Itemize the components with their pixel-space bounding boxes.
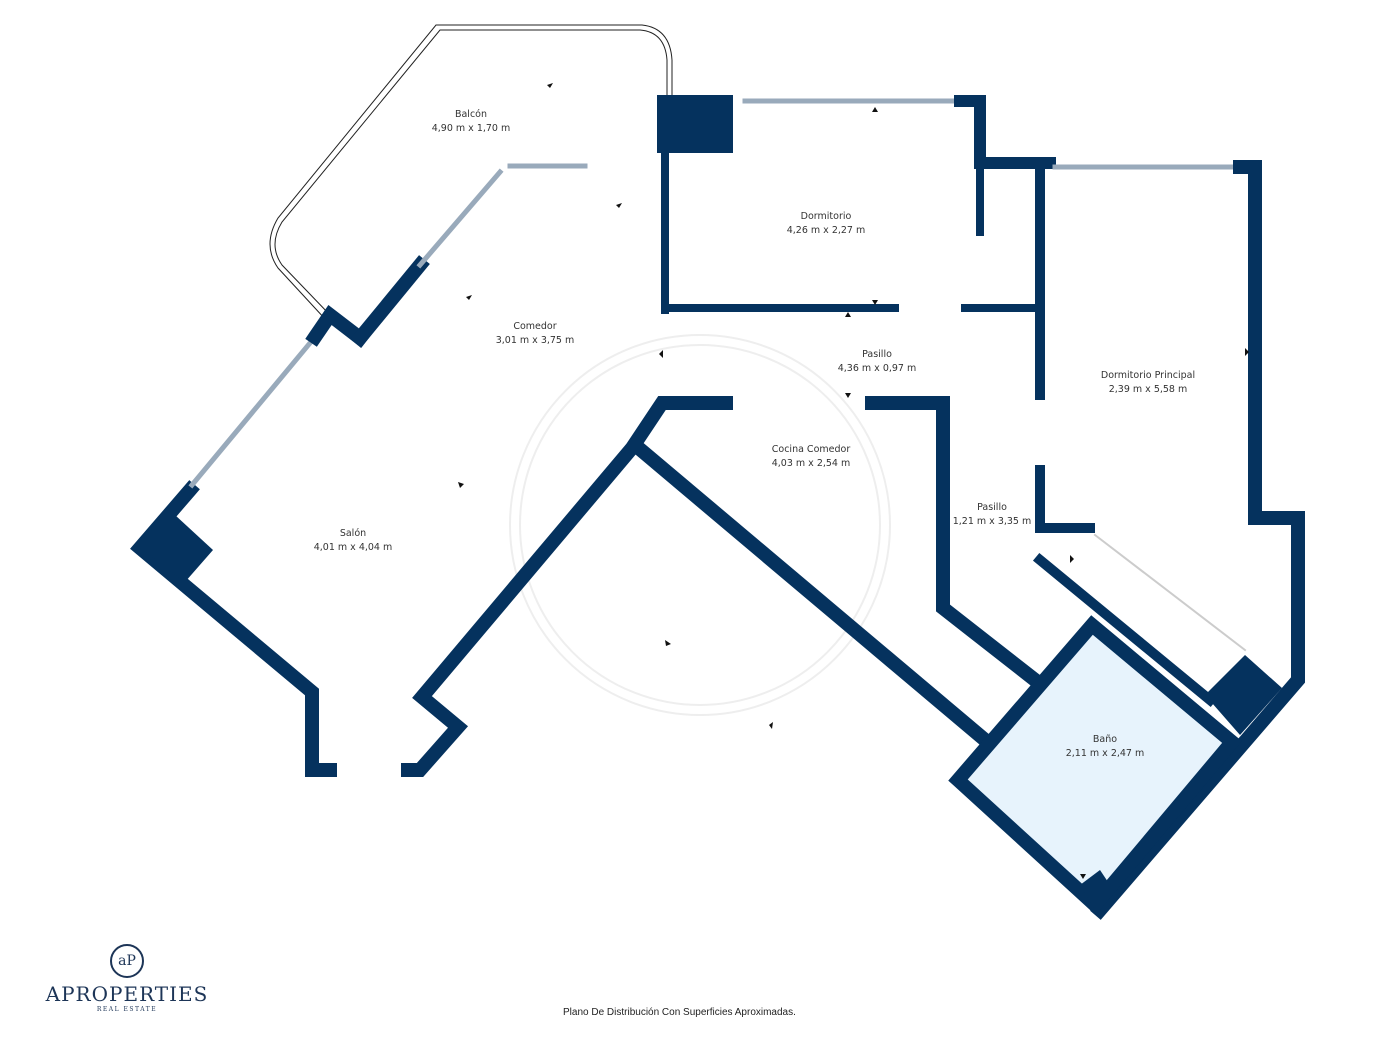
room-name: Baño (1093, 734, 1117, 745)
room-labels: Balcón 4,90 m x 1,70 m Dormitorio 4,26 m… (314, 109, 1195, 759)
wall-blocks (140, 95, 1282, 910)
room-size: 2,11 m x 2,47 m (1066, 748, 1145, 759)
room-name: Pasillo (977, 502, 1007, 513)
dimension-markers (458, 83, 1249, 879)
room-name: Pasillo (862, 349, 892, 360)
walls (130, 95, 1305, 920)
room-name: Dormitorio Principal (1101, 370, 1195, 381)
logo-tagline: REAL ESTATE (96, 1006, 158, 1013)
balcony-railing (269, 24, 673, 321)
company-logo: aP APROPERTIES REAL ESTATE (36, 944, 218, 1013)
room-size: 4,26 m x 2,27 m (787, 225, 866, 236)
logo-brand: APROPERTIES (45, 982, 209, 1006)
room-size: 4,90 m x 1,70 m (432, 123, 511, 134)
room-name: Cocina Comedor (772, 444, 851, 455)
room-size: 3,01 m x 3,75 m (496, 335, 575, 346)
room-size: 4,03 m x 2,54 m (772, 458, 851, 469)
room-size: 2,39 m x 5,58 m (1109, 384, 1188, 395)
room-size: 1,21 m x 3,35 m (953, 516, 1032, 527)
room-name: Salón (340, 528, 366, 539)
bathroom-floor (958, 625, 1232, 905)
room-name: Dormitorio (801, 211, 852, 222)
room-name: Comedor (513, 321, 556, 332)
watermark (509, 334, 891, 716)
room-size: 4,36 m x 0,97 m (838, 363, 917, 374)
room-size: 4,01 m x 4,04 m (314, 542, 393, 553)
footer-note: Plano De Distribución Con Superficies Ap… (563, 1007, 796, 1018)
room-name: Balcón (455, 109, 487, 120)
logo-monogram: aP (110, 944, 144, 978)
